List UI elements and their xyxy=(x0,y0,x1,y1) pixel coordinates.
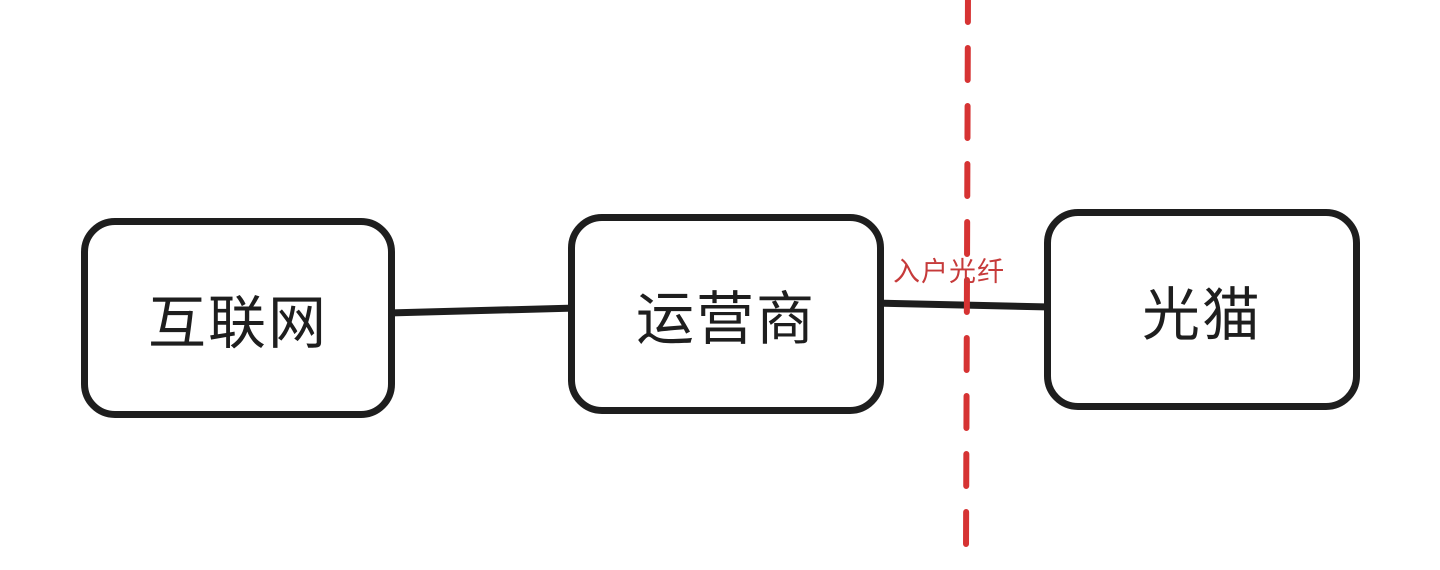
node-isp[interactable]: 运营商 xyxy=(568,214,884,414)
node-isp-label: 运营商 xyxy=(635,285,816,353)
node-modem-label: 光猫 xyxy=(1141,280,1262,349)
edge-label-fiber: 入户光纤 xyxy=(893,257,1005,288)
node-internet[interactable]: 互联网 xyxy=(81,218,395,418)
boundary-dashed-line[interactable] xyxy=(963,0,971,553)
node-internet-label: 互联网 xyxy=(147,289,328,357)
node-modem[interactable]: 光猫 xyxy=(1044,209,1360,410)
edge-internet-isp[interactable] xyxy=(384,304,581,317)
edge-isp-modem[interactable] xyxy=(868,299,1054,311)
